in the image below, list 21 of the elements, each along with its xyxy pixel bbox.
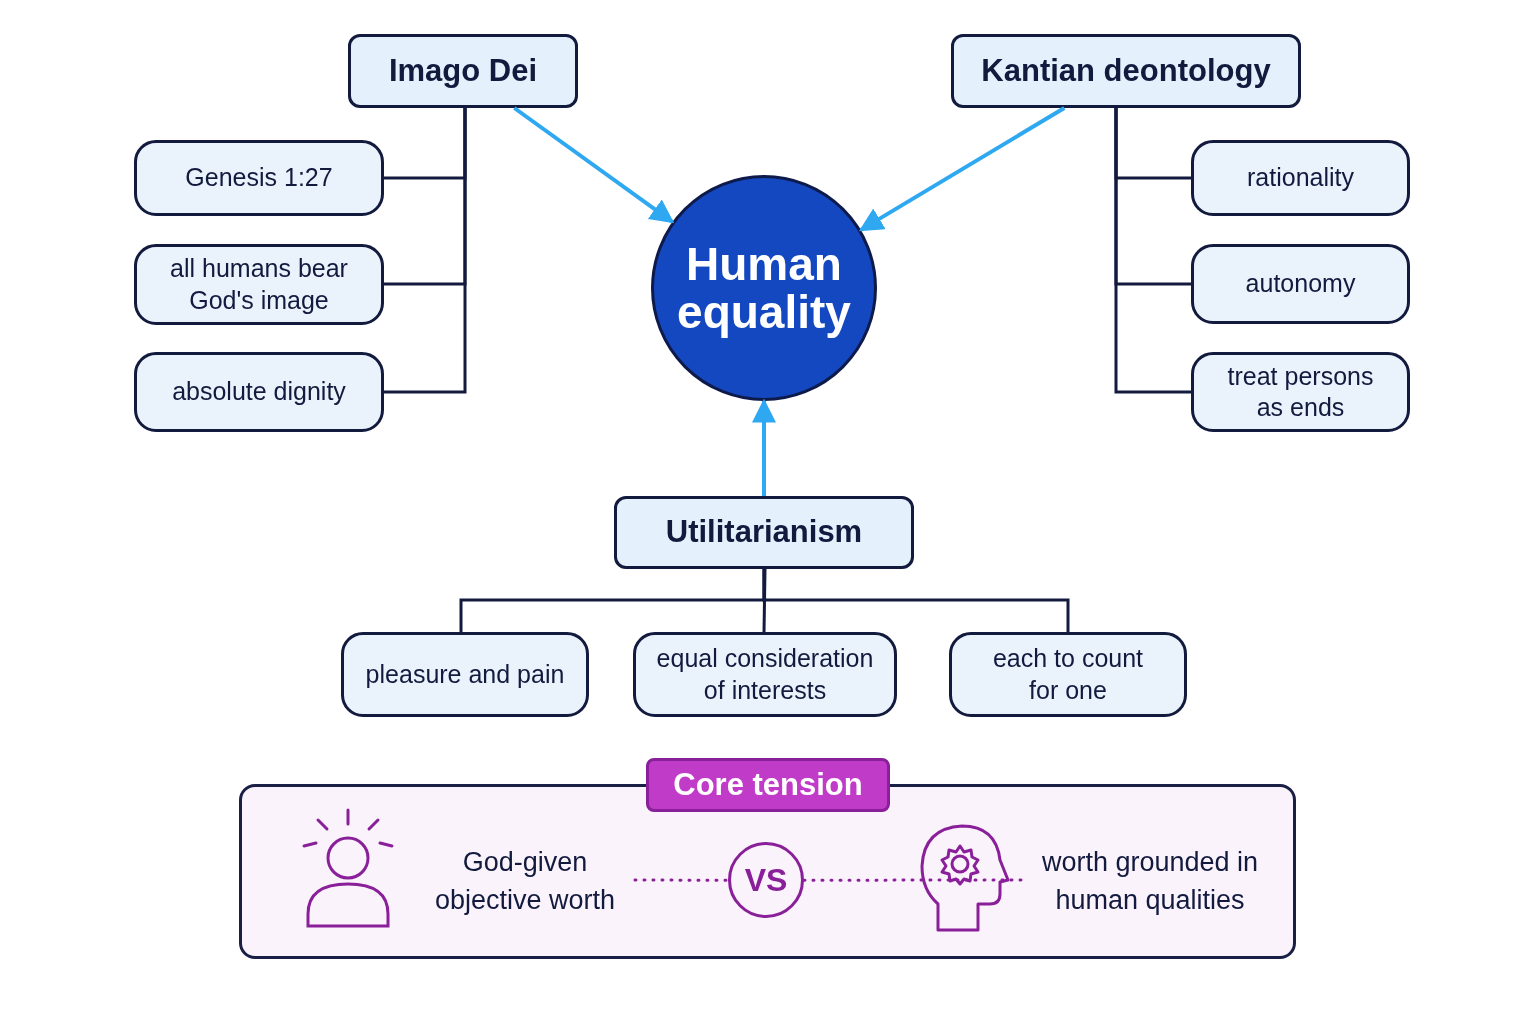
concept-box: absolute dignity: [134, 352, 384, 432]
concept-box: equal consideration of interests: [633, 632, 897, 717]
concept-box: all humans bear God's image: [134, 244, 384, 325]
concept-box: treat persons as ends: [1191, 352, 1410, 432]
arrow: [513, 106, 675, 224]
theory-box: Utilitarianism: [614, 496, 914, 569]
concept-box: pleasure and pain: [341, 632, 589, 717]
position-text: worth grounded in human qualities: [1025, 840, 1275, 924]
position-text: God-given objective worth: [415, 840, 635, 924]
concept-box: Genesis 1:27: [134, 140, 384, 216]
concept-box: rationality: [1191, 140, 1410, 216]
concept-box: each to count for one: [949, 632, 1187, 717]
concept-box: autonomy: [1191, 244, 1410, 324]
theory-box: Imago Dei: [348, 34, 578, 108]
heading-badge: Core tension: [646, 758, 890, 812]
theory-box: Kantian deontology: [951, 34, 1301, 108]
arrow: [858, 106, 1066, 232]
connector-line: [762, 569, 1070, 632]
dotted-line: [633, 878, 730, 882]
connector-line: [384, 108, 467, 394]
connector-line: [1114, 108, 1191, 394]
